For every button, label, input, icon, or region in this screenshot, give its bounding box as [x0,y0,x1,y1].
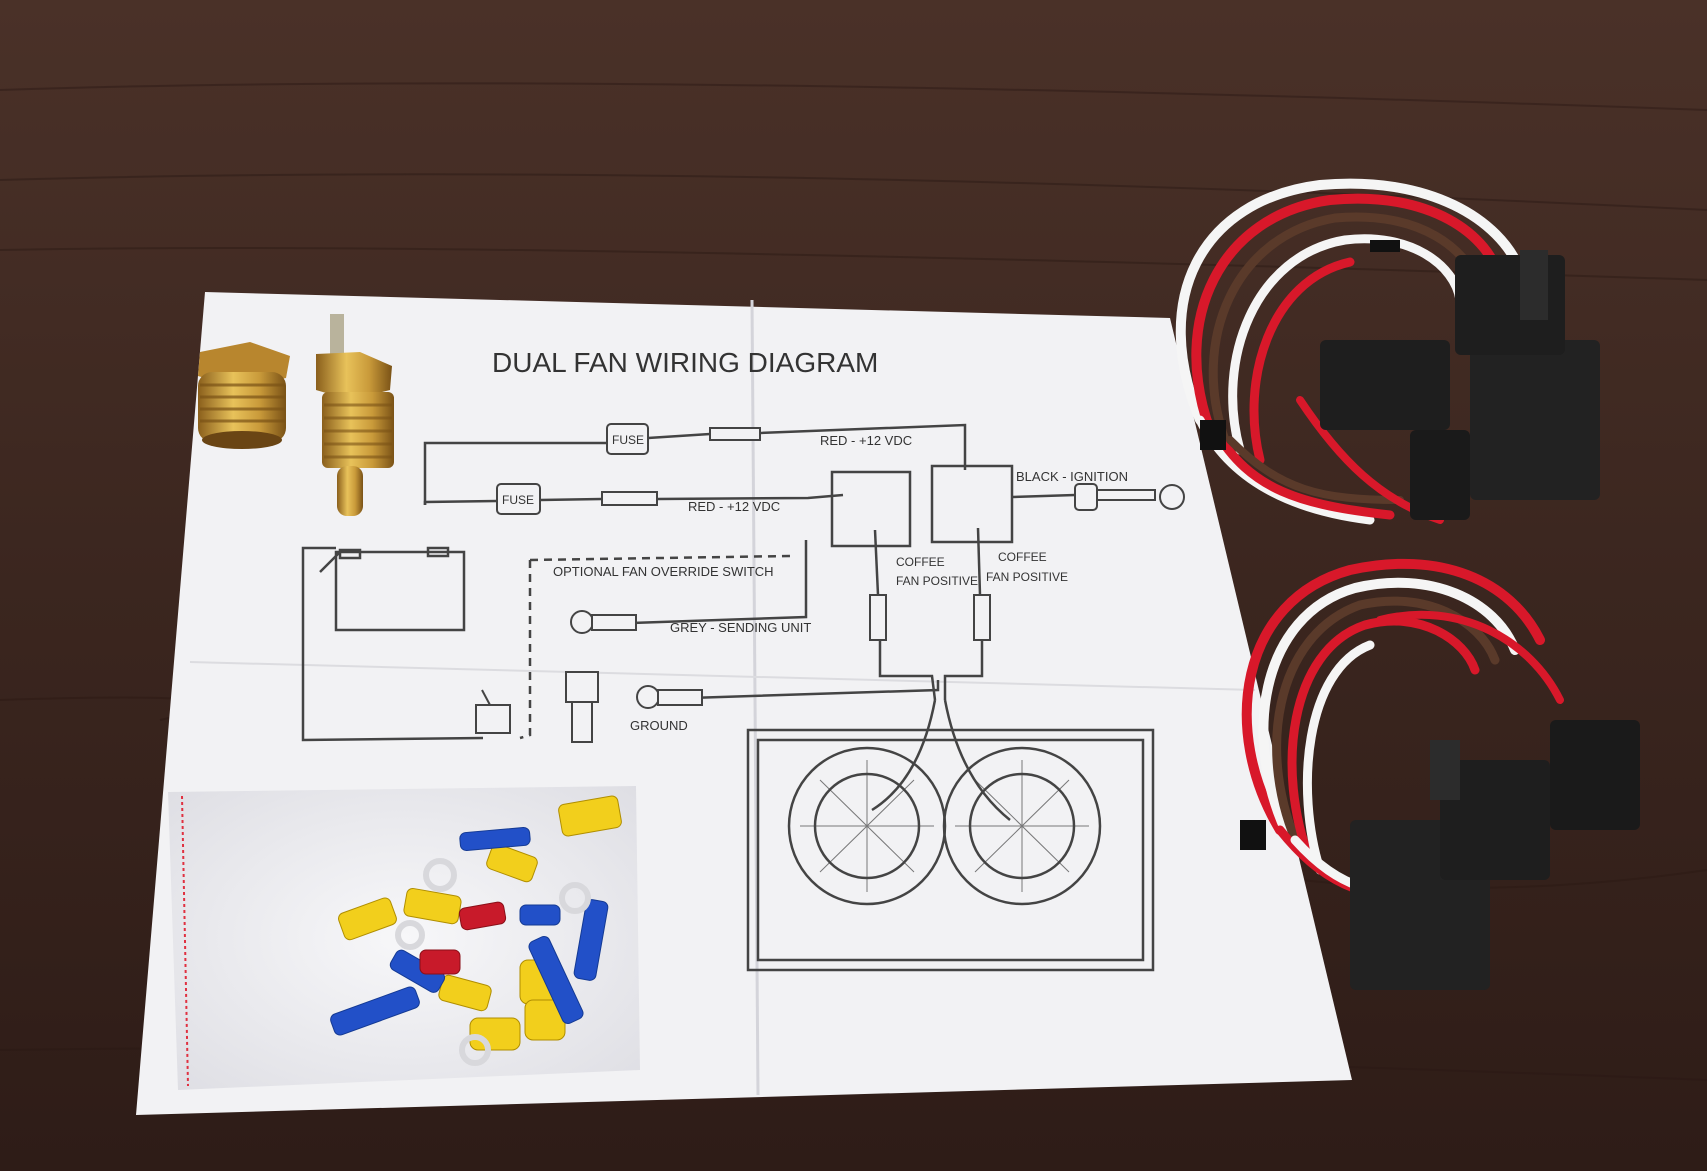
sending-unit-icon [565,671,599,743]
fuse-icon [496,483,541,515]
brass-adapter-fitting [198,342,290,449]
fuse-label-bottom: FUSE [502,493,534,507]
temperature-sender [316,314,394,516]
red-terminal [419,901,507,975]
terminal-bag [168,786,640,1090]
yellow-terminal [338,795,622,1051]
relay-top [1200,240,1600,520]
ignition-key-icon [1074,483,1185,511]
relay-bottom [1240,720,1640,990]
fuse-label-top: FUSE [612,433,644,447]
inline-connector-icon [601,491,658,506]
fuse-icon [606,423,649,455]
toggle-switch-icon [475,689,511,734]
label-fan-positive-right: FAN POSITIVE [986,570,1068,584]
blue-terminal [330,826,609,1036]
diagram-title: DUAL FAN WIRING DIAGRAM [492,347,878,378]
label-grey-sending-unit: GREY - SENDING UNIT [670,620,811,635]
relay-harness-bottom [1241,558,1564,905]
label-red-12vdc-bottom: RED - +12 VDC [688,499,780,514]
inline-connector-icon [709,427,761,441]
label-fan-positive-left: FAN POSITIVE [896,574,978,588]
ring-terminal-icon [570,610,703,709]
label-coffee-left: COFFEE [896,555,945,569]
inline-connector-icon [973,594,991,641]
label-coffee-right: COFFEE [998,550,1047,564]
label-red-12vdc-top: RED - +12 VDC [820,433,912,448]
ring-terminal [395,858,591,1066]
label-ground: GROUND [630,718,688,733]
label-black-ignition: BLACK - IGNITION [1016,469,1128,484]
inline-connector-icon [869,594,887,641]
label-optional-override-switch: OPTIONAL FAN OVERRIDE SWITCH [553,564,774,579]
wood-grain [0,82,1707,1081]
relay-harness-top [1175,178,1525,525]
